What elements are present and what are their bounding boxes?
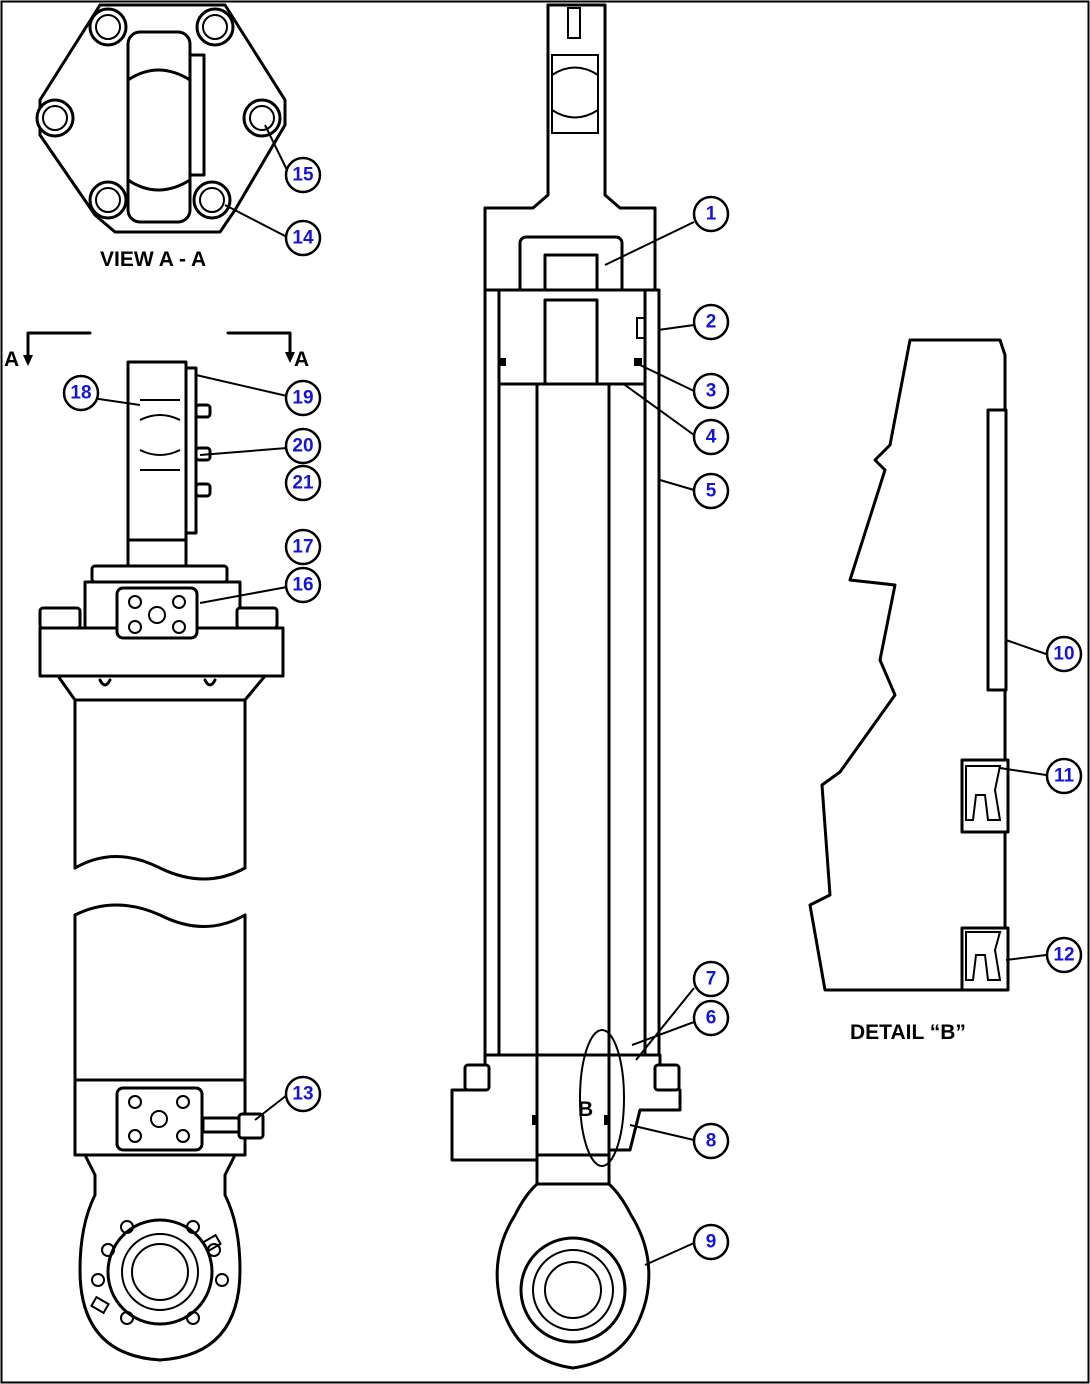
section-a-right-label: A xyxy=(294,348,309,371)
callout-8[interactable]: 8 xyxy=(692,1122,730,1160)
callout-6-label: 6 xyxy=(706,1008,717,1029)
callout-10[interactable]: 10 xyxy=(1045,635,1083,673)
callout-7-label: 7 xyxy=(706,969,717,990)
section-a-left-label: A xyxy=(4,348,19,371)
leader-lines xyxy=(91,124,1047,1266)
callout-4[interactable]: 4 xyxy=(692,418,730,456)
callout-11-label: 11 xyxy=(1054,766,1075,787)
callout-15-label: 15 xyxy=(292,165,314,186)
view-aa-end-view xyxy=(35,3,287,234)
callout-20[interactable]: 20 xyxy=(284,427,322,465)
callout-14[interactable]: 14 xyxy=(284,219,322,257)
callout-13[interactable]: 13 xyxy=(284,1075,322,1113)
callout-14-label: 14 xyxy=(292,228,314,249)
view-aa-label: VIEW A - A xyxy=(100,248,206,271)
callout-1-label: 1 xyxy=(706,204,717,225)
callout-4-label: 4 xyxy=(706,427,717,448)
callout-18[interactable]: 18 xyxy=(62,374,100,412)
callout-21[interactable]: 21 xyxy=(284,464,322,502)
callout-19-label: 19 xyxy=(292,388,313,409)
callout-17-label: 17 xyxy=(292,537,313,558)
callout-2-label: 2 xyxy=(706,312,717,333)
callout-13-label: 13 xyxy=(292,1084,313,1105)
section-marks xyxy=(23,331,295,366)
callout-16[interactable]: 16 xyxy=(284,566,322,604)
detail-b-view xyxy=(808,338,1010,992)
callout-19[interactable]: 19 xyxy=(284,379,322,417)
callout-11[interactable]: 11 xyxy=(1045,757,1083,795)
callout-15[interactable]: 15 xyxy=(284,156,322,194)
callout-9-label: 9 xyxy=(706,1232,717,1253)
callout-20-label: 20 xyxy=(292,436,313,457)
callout-2[interactable]: 2 xyxy=(692,303,730,341)
callout-21-label: 21 xyxy=(292,473,314,494)
callout-3-label: 3 xyxy=(706,381,717,402)
callout-5[interactable]: 5 xyxy=(692,472,730,510)
callout-6[interactable]: 6 xyxy=(692,999,730,1037)
callout-12[interactable]: 12 xyxy=(1045,936,1083,974)
callout-9[interactable]: 9 xyxy=(692,1223,730,1261)
callout-8-label: 8 xyxy=(706,1131,717,1152)
callout-7[interactable]: 7 xyxy=(692,960,730,998)
callout-18-label: 18 xyxy=(70,383,91,404)
callout-10-label: 10 xyxy=(1053,644,1074,665)
detail-b-marker: B xyxy=(578,1098,593,1121)
cylinder-section-view xyxy=(450,3,682,1370)
callout-17[interactable]: 17 xyxy=(284,528,322,566)
callout-5-label: 5 xyxy=(706,481,717,502)
detail-b-label: DETAIL “B” xyxy=(850,1021,966,1044)
callout-3[interactable]: 3 xyxy=(692,372,730,410)
callout-16-label: 16 xyxy=(292,575,313,596)
callout-12-label: 12 xyxy=(1053,945,1074,966)
callout-1[interactable]: 1 xyxy=(692,195,730,233)
cylinder-side-view xyxy=(38,360,285,1362)
